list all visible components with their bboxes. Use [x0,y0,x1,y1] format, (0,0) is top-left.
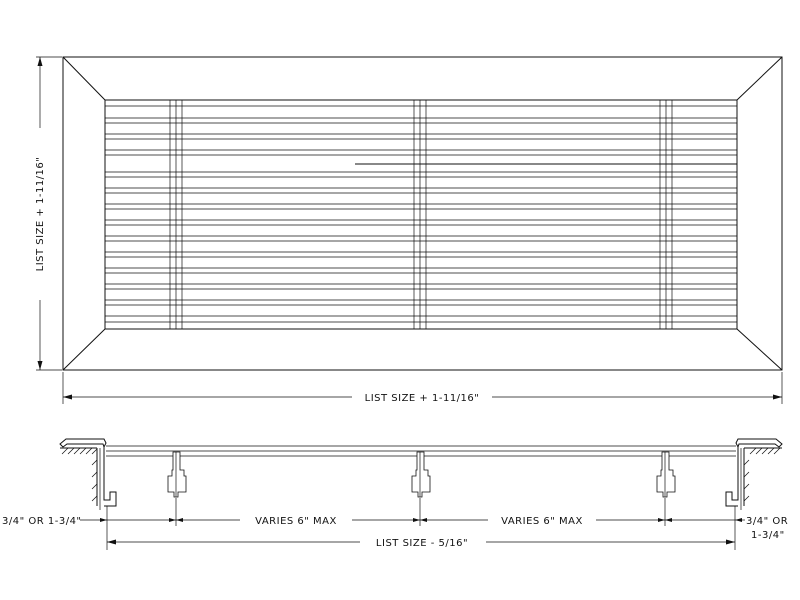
height-dimension-label: LIST SIZE + 1-11/16" [35,157,46,272]
section-view: 3/4" OR 1-3/4" VARIES 6" MAX VARIES 6" M… [2,438,788,550]
plan-view: LIST SIZE + 1-11/16" LIST SIZE + 1-11/16… [35,56,783,404]
right-frame-flange [725,438,783,510]
left-spacing-label: VARIES 6" MAX [255,516,337,527]
bevel-line [62,56,106,101]
right-edge-dimension-label-line1: 3/4" OR [746,516,788,527]
overall-dimension: LIST SIZE - 5/16" [107,538,735,549]
width-dimension-label: LIST SIZE + 1-11/16" [365,393,480,404]
support-bar-profile [167,451,187,498]
width-dimension: LIST SIZE + 1-11/16" [62,372,783,404]
spacing-dimensions: 3/4" OR 1-3/4" VARIES 6" MAX VARIES 6" M… [2,516,788,541]
support-bars [169,100,673,329]
right-edge-dimension-label-line2: 1-3/4" [751,530,785,541]
left-frame-flange [59,438,117,510]
left-edge-dimension-label: 3/4" OR 1-3/4" [2,516,82,527]
bevel-line [736,328,783,371]
support-bar-profile [656,451,676,498]
bevel-line [736,56,783,101]
support-bar-profile [411,451,431,498]
bevel-line [62,328,106,371]
overall-dimension-label: LIST SIZE - 5/16" [376,538,468,549]
right-wall [743,447,782,506]
inner-opening [104,99,738,330]
outer-frame [62,56,783,371]
louver-bars [105,105,737,323]
right-spacing-label: VARIES 6" MAX [501,516,583,527]
height-dimension: LIST SIZE + 1-11/16" [35,56,62,371]
left-wall [60,447,98,506]
